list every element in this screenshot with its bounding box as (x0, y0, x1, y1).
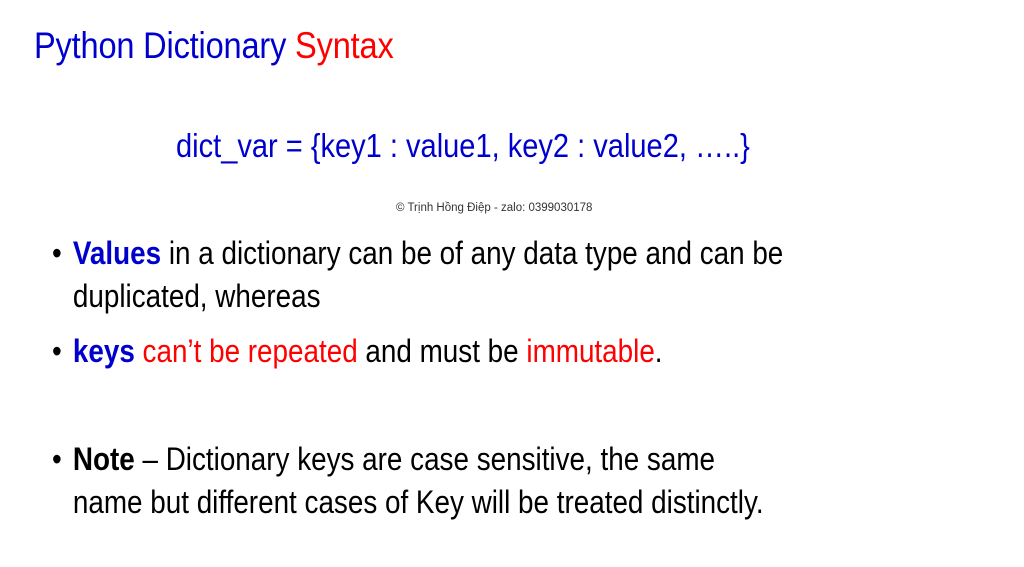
bullet-lead-keys: keys (72, 333, 135, 369)
bullet-text-end: . (654, 333, 663, 369)
bullet-keys: • keys can’t be repeated and must be immu… (52, 330, 663, 373)
title-part-syntax: Syntax (295, 25, 394, 66)
bullet-dot-icon: • (52, 333, 62, 369)
title-part-python-dictionary: Python Dictionary (34, 25, 296, 66)
bullet-values: • Values in a dictionary can be of any da… (52, 232, 783, 318)
bullet-lead-note: Note (72, 441, 135, 477)
bullet-dot-icon: • (52, 441, 62, 477)
bullet-dot-icon: • (52, 235, 62, 271)
syntax-example: dict_var = {key1 : value1, key2 : value2… (176, 127, 750, 164)
bullet-text: – Dictionary keys are case sensitive, th… (134, 441, 715, 477)
bullet-text-continuation: name but different cases of Key will be … (72, 484, 764, 520)
bullet-note: • Note – Dictionary keys are case sensiti… (52, 438, 764, 524)
bullet-text-continuation: duplicated, whereas (72, 278, 321, 314)
bullet-text: and must be (357, 333, 527, 369)
slide-title: Python Dictionary Syntax (34, 22, 394, 70)
bullet-highlight-immutable: immutable (526, 333, 655, 369)
bullet-text: in a dictionary can be of any data type … (161, 235, 784, 271)
bullet-highlight-cant-be-repeated: can’t be repeated (134, 333, 358, 369)
bullet-lead-values: Values (72, 235, 162, 271)
copyright-notice: © Trịnh Hồng Điệp - zalo: 0399030178 (396, 202, 593, 214)
